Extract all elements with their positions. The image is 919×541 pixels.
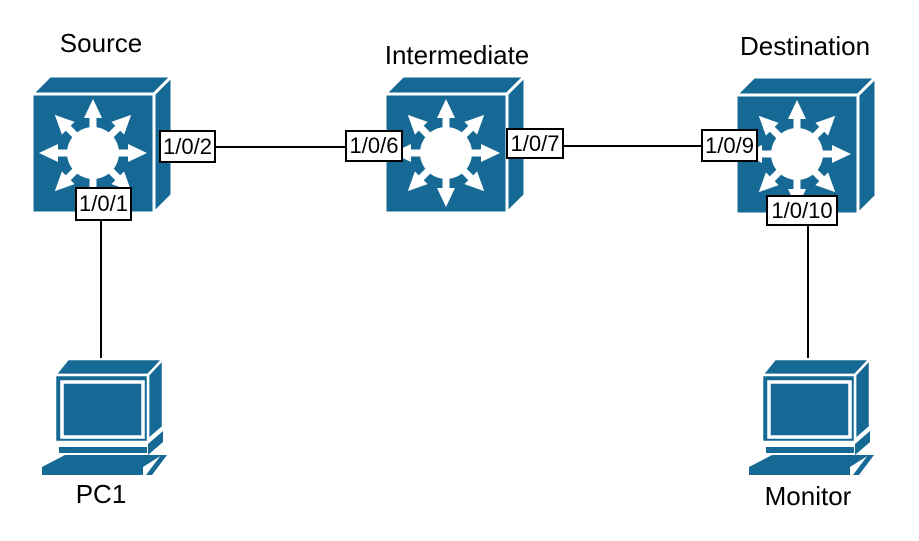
switch-icon — [385, 76, 525, 213]
source-switch-label: Source — [59, 28, 143, 58]
port-label-intermediate-1-0-7: 1/0/7 — [506, 128, 564, 159]
link-source-pc1 — [100, 221, 102, 362]
intermediate-switch-label: Intermediate — [384, 40, 530, 70]
monitor-label: Monitor — [764, 481, 852, 511]
port-label-source-1-0-1: 1/0/1 — [75, 187, 132, 221]
pc1-label: PC1 — [75, 479, 127, 509]
workstation-icon — [42, 358, 167, 475]
port-label-destination-1-0-9: 1/0/9 — [701, 129, 758, 162]
destination-switch-label: Destination — [739, 31, 871, 61]
pc1-workstation-icon — [38, 358, 168, 476]
workstation-icon — [749, 358, 874, 475]
port-label-intermediate-1-0-6: 1/0/6 — [345, 130, 403, 162]
link-source-intermediate — [216, 146, 345, 148]
link-intermediate-destination — [564, 145, 701, 147]
source-switch-icon — [32, 76, 172, 213]
link-destination-monitor — [807, 226, 809, 362]
monitor-workstation-icon — [745, 358, 875, 476]
port-label-destination-1-0-10: 1/0/10 — [766, 195, 838, 226]
port-label-source-1-0-2: 1/0/2 — [159, 130, 216, 163]
intermediate-switch-icon — [385, 76, 525, 213]
switch-icon — [32, 76, 172, 213]
